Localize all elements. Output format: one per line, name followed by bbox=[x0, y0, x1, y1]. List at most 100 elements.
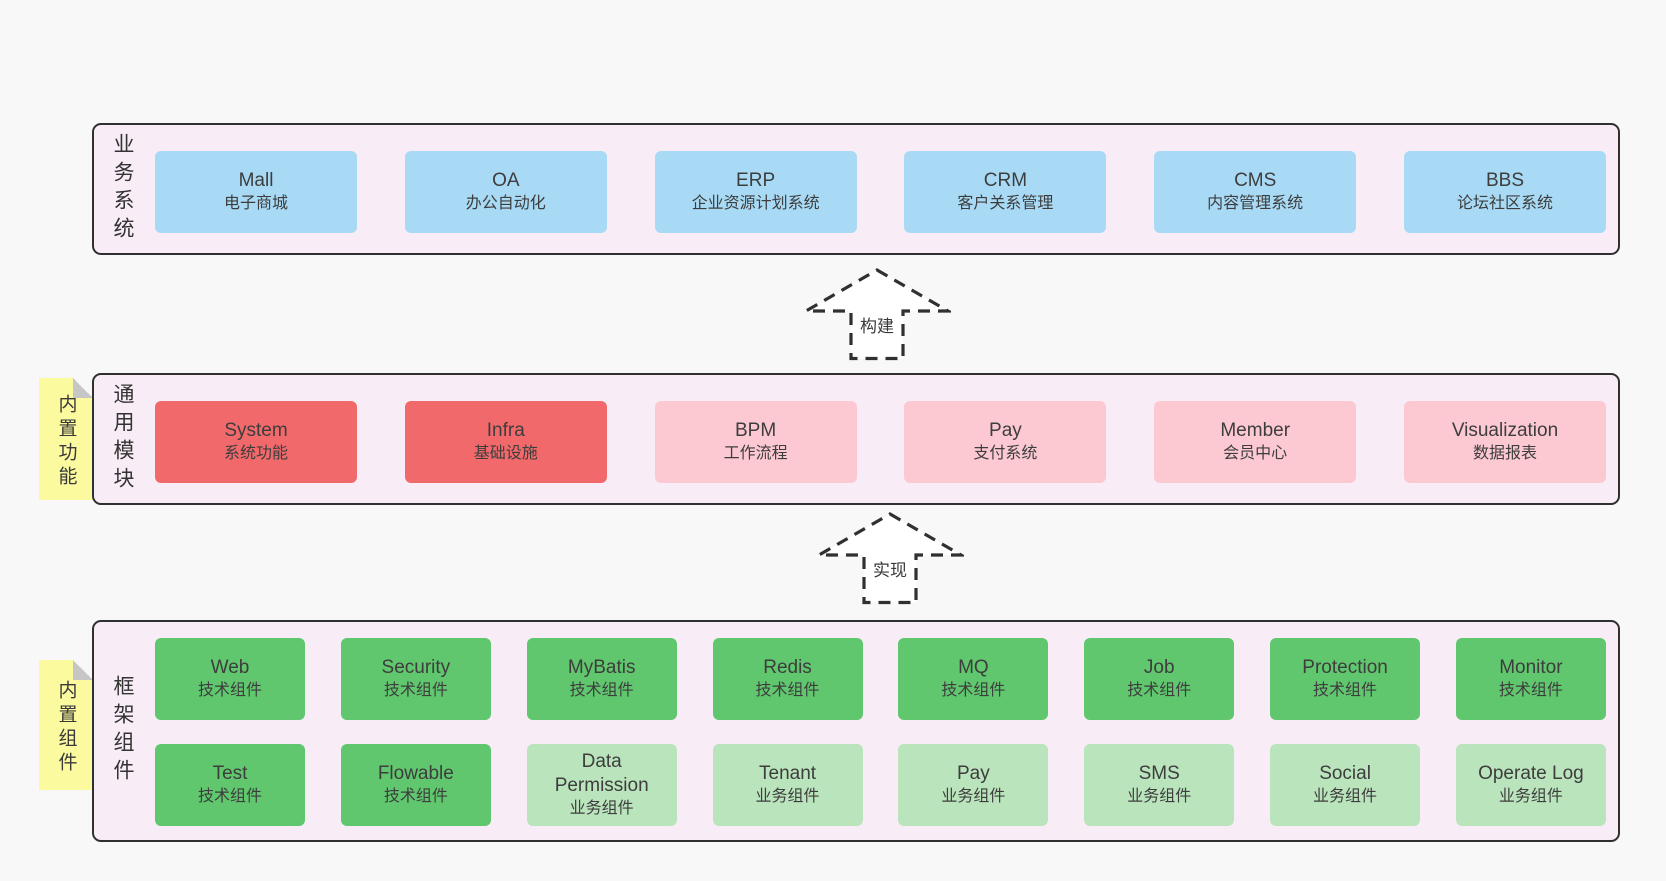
module-subtitle: 技术组件 bbox=[755, 682, 820, 700]
module-title: Pay bbox=[957, 763, 990, 785]
module-title: Protection bbox=[1302, 657, 1388, 679]
module-box-test: Test 技术组件 bbox=[155, 744, 305, 826]
sticky-fold-corner bbox=[73, 660, 93, 680]
module-title: Monitor bbox=[1499, 657, 1563, 679]
module-subtitle: 技术组件 bbox=[383, 682, 448, 700]
module-subtitle: 技术组件 bbox=[197, 788, 262, 806]
module-box-cms: CMS 内容管理系统 bbox=[1154, 151, 1357, 233]
module-title: System bbox=[224, 420, 288, 442]
sticky-label: 内置功能 bbox=[55, 394, 77, 490]
band-label-framework-components: 框架组件 bbox=[111, 675, 134, 787]
module-subtitle: 业务组件 bbox=[941, 788, 1006, 806]
module-subtitle: 技术组件 bbox=[1313, 682, 1378, 700]
module-subtitle: 内容管理系统 bbox=[1207, 195, 1304, 213]
module-title: Tenant bbox=[759, 763, 817, 785]
module-subtitle: 办公自动化 bbox=[465, 195, 546, 213]
sticky-note-built-in-features: 内置功能 bbox=[39, 378, 93, 500]
module-subtitle: 业务组件 bbox=[1313, 788, 1378, 806]
module-title: Infra bbox=[486, 420, 525, 442]
module-title: SMS bbox=[1138, 763, 1180, 785]
module-box-mq: MQ 技术组件 bbox=[898, 638, 1049, 720]
module-subtitle: 数据报表 bbox=[1472, 445, 1537, 463]
dashed-up-arrow-icon bbox=[813, 512, 967, 605]
module-title: BBS bbox=[1485, 170, 1524, 192]
arrow-implement: 实现 bbox=[813, 512, 967, 605]
module-subtitle: 电子商城 bbox=[223, 195, 288, 213]
module-title: Operate Log bbox=[1478, 763, 1584, 785]
module-subtitle: 支付系统 bbox=[973, 445, 1038, 463]
module-title: Test bbox=[212, 763, 248, 785]
module-subtitle: 技术组件 bbox=[383, 788, 448, 806]
module-box-data-permission: Data Permission 业务组件 bbox=[526, 744, 677, 826]
module-title: Pay bbox=[989, 420, 1022, 442]
module-subtitle: 技术组件 bbox=[197, 682, 262, 700]
dashed-up-arrow-icon bbox=[800, 268, 954, 361]
sticky-fold-corner bbox=[73, 378, 93, 398]
module-title: Web bbox=[210, 657, 250, 679]
module-title: Flowable bbox=[377, 763, 454, 785]
module-subtitle: 业务组件 bbox=[1127, 788, 1192, 806]
module-box-system: System 系统功能 bbox=[155, 401, 357, 483]
module-box-monitor: Monitor 技术组件 bbox=[1455, 638, 1606, 720]
module-title: ERP bbox=[736, 170, 776, 192]
module-title: MyBatis bbox=[567, 657, 636, 679]
module-subtitle: 业务组件 bbox=[569, 799, 634, 817]
module-box-pay: Pay 支付系统 bbox=[904, 401, 1107, 483]
module-box-bpm: BPM 工作流程 bbox=[654, 401, 857, 483]
module-title: Member bbox=[1220, 420, 1291, 442]
sticky-note-built-in-components: 内置组件 bbox=[39, 660, 93, 790]
module-box-protection: Protection 技术组件 bbox=[1270, 638, 1421, 720]
module-box-operate-log: Operate Log 业务组件 bbox=[1455, 744, 1606, 826]
module-box-erp: ERP 企业资源计划系统 bbox=[654, 151, 857, 233]
module-row: Mall 电子商城 OA 办公自动化 ERP 企业资源计划系统 CRM 客户关系管理 CMS 内容… bbox=[155, 151, 1606, 233]
module-subtitle: 工作流程 bbox=[723, 445, 788, 463]
module-box-visualization: Visualization 数据报表 bbox=[1403, 401, 1606, 483]
module-title: MQ bbox=[958, 657, 989, 679]
module-subtitle: 业务组件 bbox=[1498, 788, 1563, 806]
module-subtitle: 技术组件 bbox=[569, 682, 634, 700]
module-title: OA bbox=[492, 170, 520, 192]
module-title: Social bbox=[1319, 763, 1371, 785]
module-subtitle: 企业资源计划系统 bbox=[691, 195, 820, 213]
module-row: Test 技术组件 Flowable 技术组件 Data Permission 业务组件 T… bbox=[155, 744, 1606, 826]
band-boxes: Mall 电子商城 OA 办公自动化 ERP 企业资源计划系统 CRM 客户关系管理 CMS 内容… bbox=[155, 151, 1606, 233]
module-title: Data Permission bbox=[554, 751, 649, 796]
module-box-crm: CRM 客户关系管理 bbox=[904, 151, 1107, 233]
band-business-systems: 业务系统 Mall 电子商城 OA 办公自动化 ERP 企业资源计划系统 CRM 客户关系管理… bbox=[92, 123, 1620, 255]
module-title: BPM bbox=[735, 420, 777, 442]
module-box-job: Job 技术组件 bbox=[1084, 638, 1235, 720]
module-subtitle: 技术组件 bbox=[941, 682, 1006, 700]
module-subtitle: 基础设施 bbox=[473, 445, 538, 463]
module-title: Security bbox=[381, 657, 451, 679]
module-subtitle: 技术组件 bbox=[1498, 682, 1563, 700]
module-title: Job bbox=[1143, 657, 1175, 679]
module-box-security: Security 技术组件 bbox=[340, 638, 491, 720]
band-label-business-systems: 业务系统 bbox=[111, 133, 134, 245]
arrow-build: 构建 bbox=[800, 268, 954, 361]
sticky-label: 内置组件 bbox=[55, 680, 77, 776]
module-title: CRM bbox=[983, 170, 1028, 192]
module-box-flowable: Flowable 技术组件 bbox=[340, 744, 491, 826]
module-subtitle: 客户关系管理 bbox=[957, 195, 1054, 213]
module-title: CMS bbox=[1234, 170, 1277, 192]
module-title: Visualization bbox=[1451, 420, 1559, 442]
module-box-mall: Mall 电子商城 bbox=[155, 151, 357, 233]
arrow-implement-label: 实现 bbox=[873, 561, 907, 580]
module-subtitle: 技术组件 bbox=[1127, 682, 1192, 700]
module-box-infra: Infra 基础设施 bbox=[404, 401, 607, 483]
module-box-mybatis: MyBatis 技术组件 bbox=[526, 638, 677, 720]
arrow-build-label: 构建 bbox=[860, 317, 894, 336]
module-subtitle: 系统功能 bbox=[223, 445, 288, 463]
module-title: Mall bbox=[238, 170, 274, 192]
module-box-social: Social 业务组件 bbox=[1270, 744, 1421, 826]
